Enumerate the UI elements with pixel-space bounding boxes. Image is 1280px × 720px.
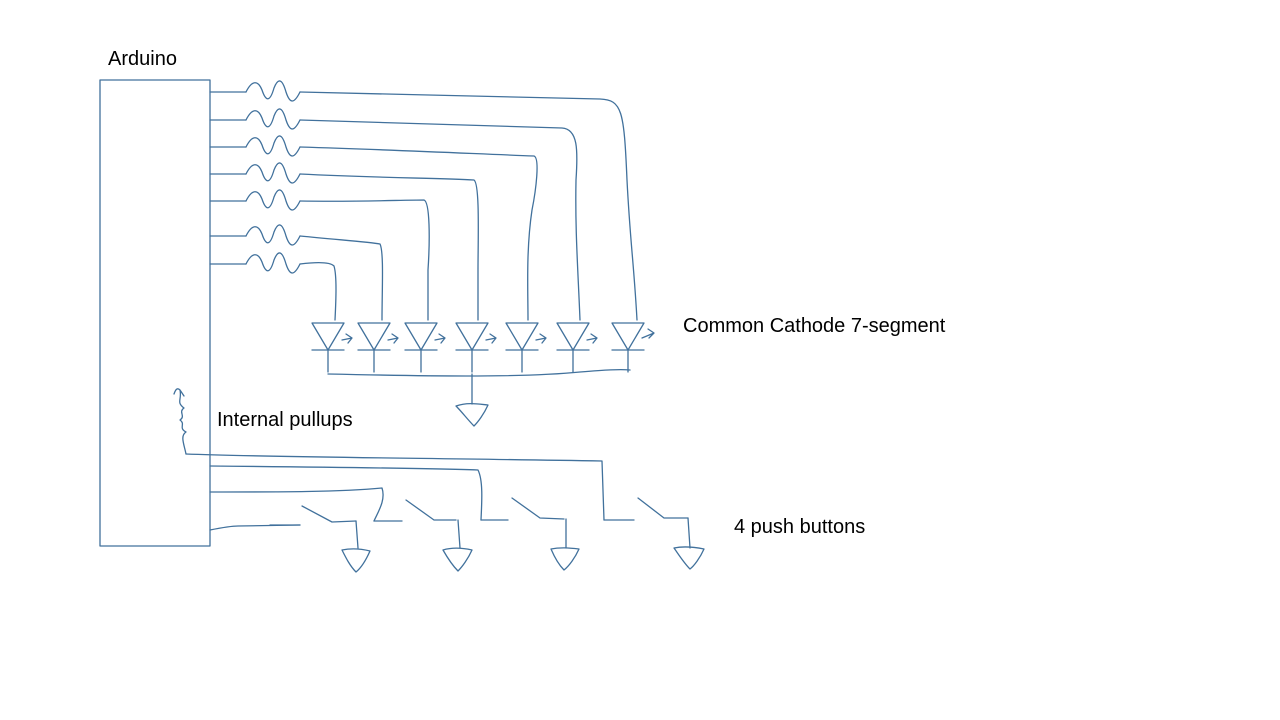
light-arrow-icon [434,333,446,344]
push-switch-icon [269,505,357,526]
led-diode-icon [556,322,590,373]
led-2 [357,322,399,373]
push-button-4 [603,497,705,570]
arduino-label: Arduino [108,48,177,70]
segment-line-2 [209,108,581,321]
led-3 [404,322,446,373]
led-diode-icon [455,322,489,373]
ground-icon [442,547,473,572]
ground-icon [673,546,705,570]
led-5 [505,322,547,373]
light-arrow-icon [341,333,353,344]
light-arrow-icon [535,333,547,344]
resistor-icon [245,80,301,102]
light-arrow-icon [586,333,598,344]
ground-icon [341,548,371,573]
resistor-icon [245,108,301,130]
pullup-resistor-icon [173,388,187,455]
button-line-3 [209,487,384,522]
ground-icon [455,402,489,427]
ground-icon [550,547,580,571]
light-arrow-icon [387,333,399,344]
led-6 [556,322,598,373]
push-switch-icon [480,497,565,521]
light-arrow-icon [485,333,497,344]
led-7 [611,322,655,373]
resistor-icon [245,189,301,211]
segment-line-3 [209,135,538,321]
segment-line-4 [209,162,479,321]
led-4 [455,322,497,373]
push-switch-icon [373,499,457,522]
push-buttons-label: 4 push buttons [734,516,866,538]
resistor-icon [245,162,301,184]
segment-line-5 [209,189,430,321]
button-line-1 [185,453,605,521]
led-diode-icon [404,322,438,373]
arduino-board [99,79,211,547]
led-diode-icon [505,322,539,373]
segment-line-6 [209,224,384,321]
led-diode-icon [357,322,391,373]
cathode-bus [327,368,631,377]
led-1 [311,322,353,373]
resistor-icon [245,224,301,246]
segment-line-1 [209,80,638,321]
seven-segment-label: Common Cathode 7-segment [683,315,946,337]
light-arrow-icon [641,328,655,339]
resistor-icon [245,252,301,274]
push-switch-icon [603,497,689,521]
internal-pullups-label: Internal pullups [217,409,353,431]
push-button-1 [269,505,371,573]
segment-line-7 [209,252,337,321]
led-diode-icon [611,322,645,373]
led-diode-icon [311,322,345,373]
push-button-3 [480,497,580,571]
resistor-icon [245,135,301,157]
button-line-4 [209,524,301,531]
push-button-2 [373,499,473,572]
button-line-2 [209,465,483,521]
